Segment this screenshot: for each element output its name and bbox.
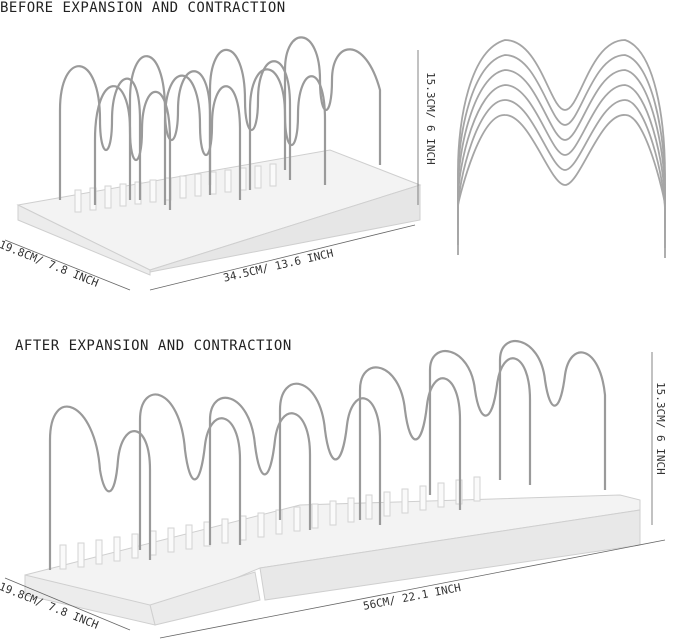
wire-detail [457,39,666,258]
heading-before: BEFORE EXPANSION AND CONTRACTION [0,0,286,16]
before-dimension-lines [4,50,419,291]
before-rack [16,36,422,276]
after-dimension-lines [4,352,666,639]
heading-after: AFTER EXPANSION AND CONTRACTION [15,338,292,354]
before-height-label: 15.3CM/ 6 INCH [424,72,437,165]
after-rack [24,340,641,626]
after-height-label: 15.3CM/ 6 INCH [654,382,667,475]
